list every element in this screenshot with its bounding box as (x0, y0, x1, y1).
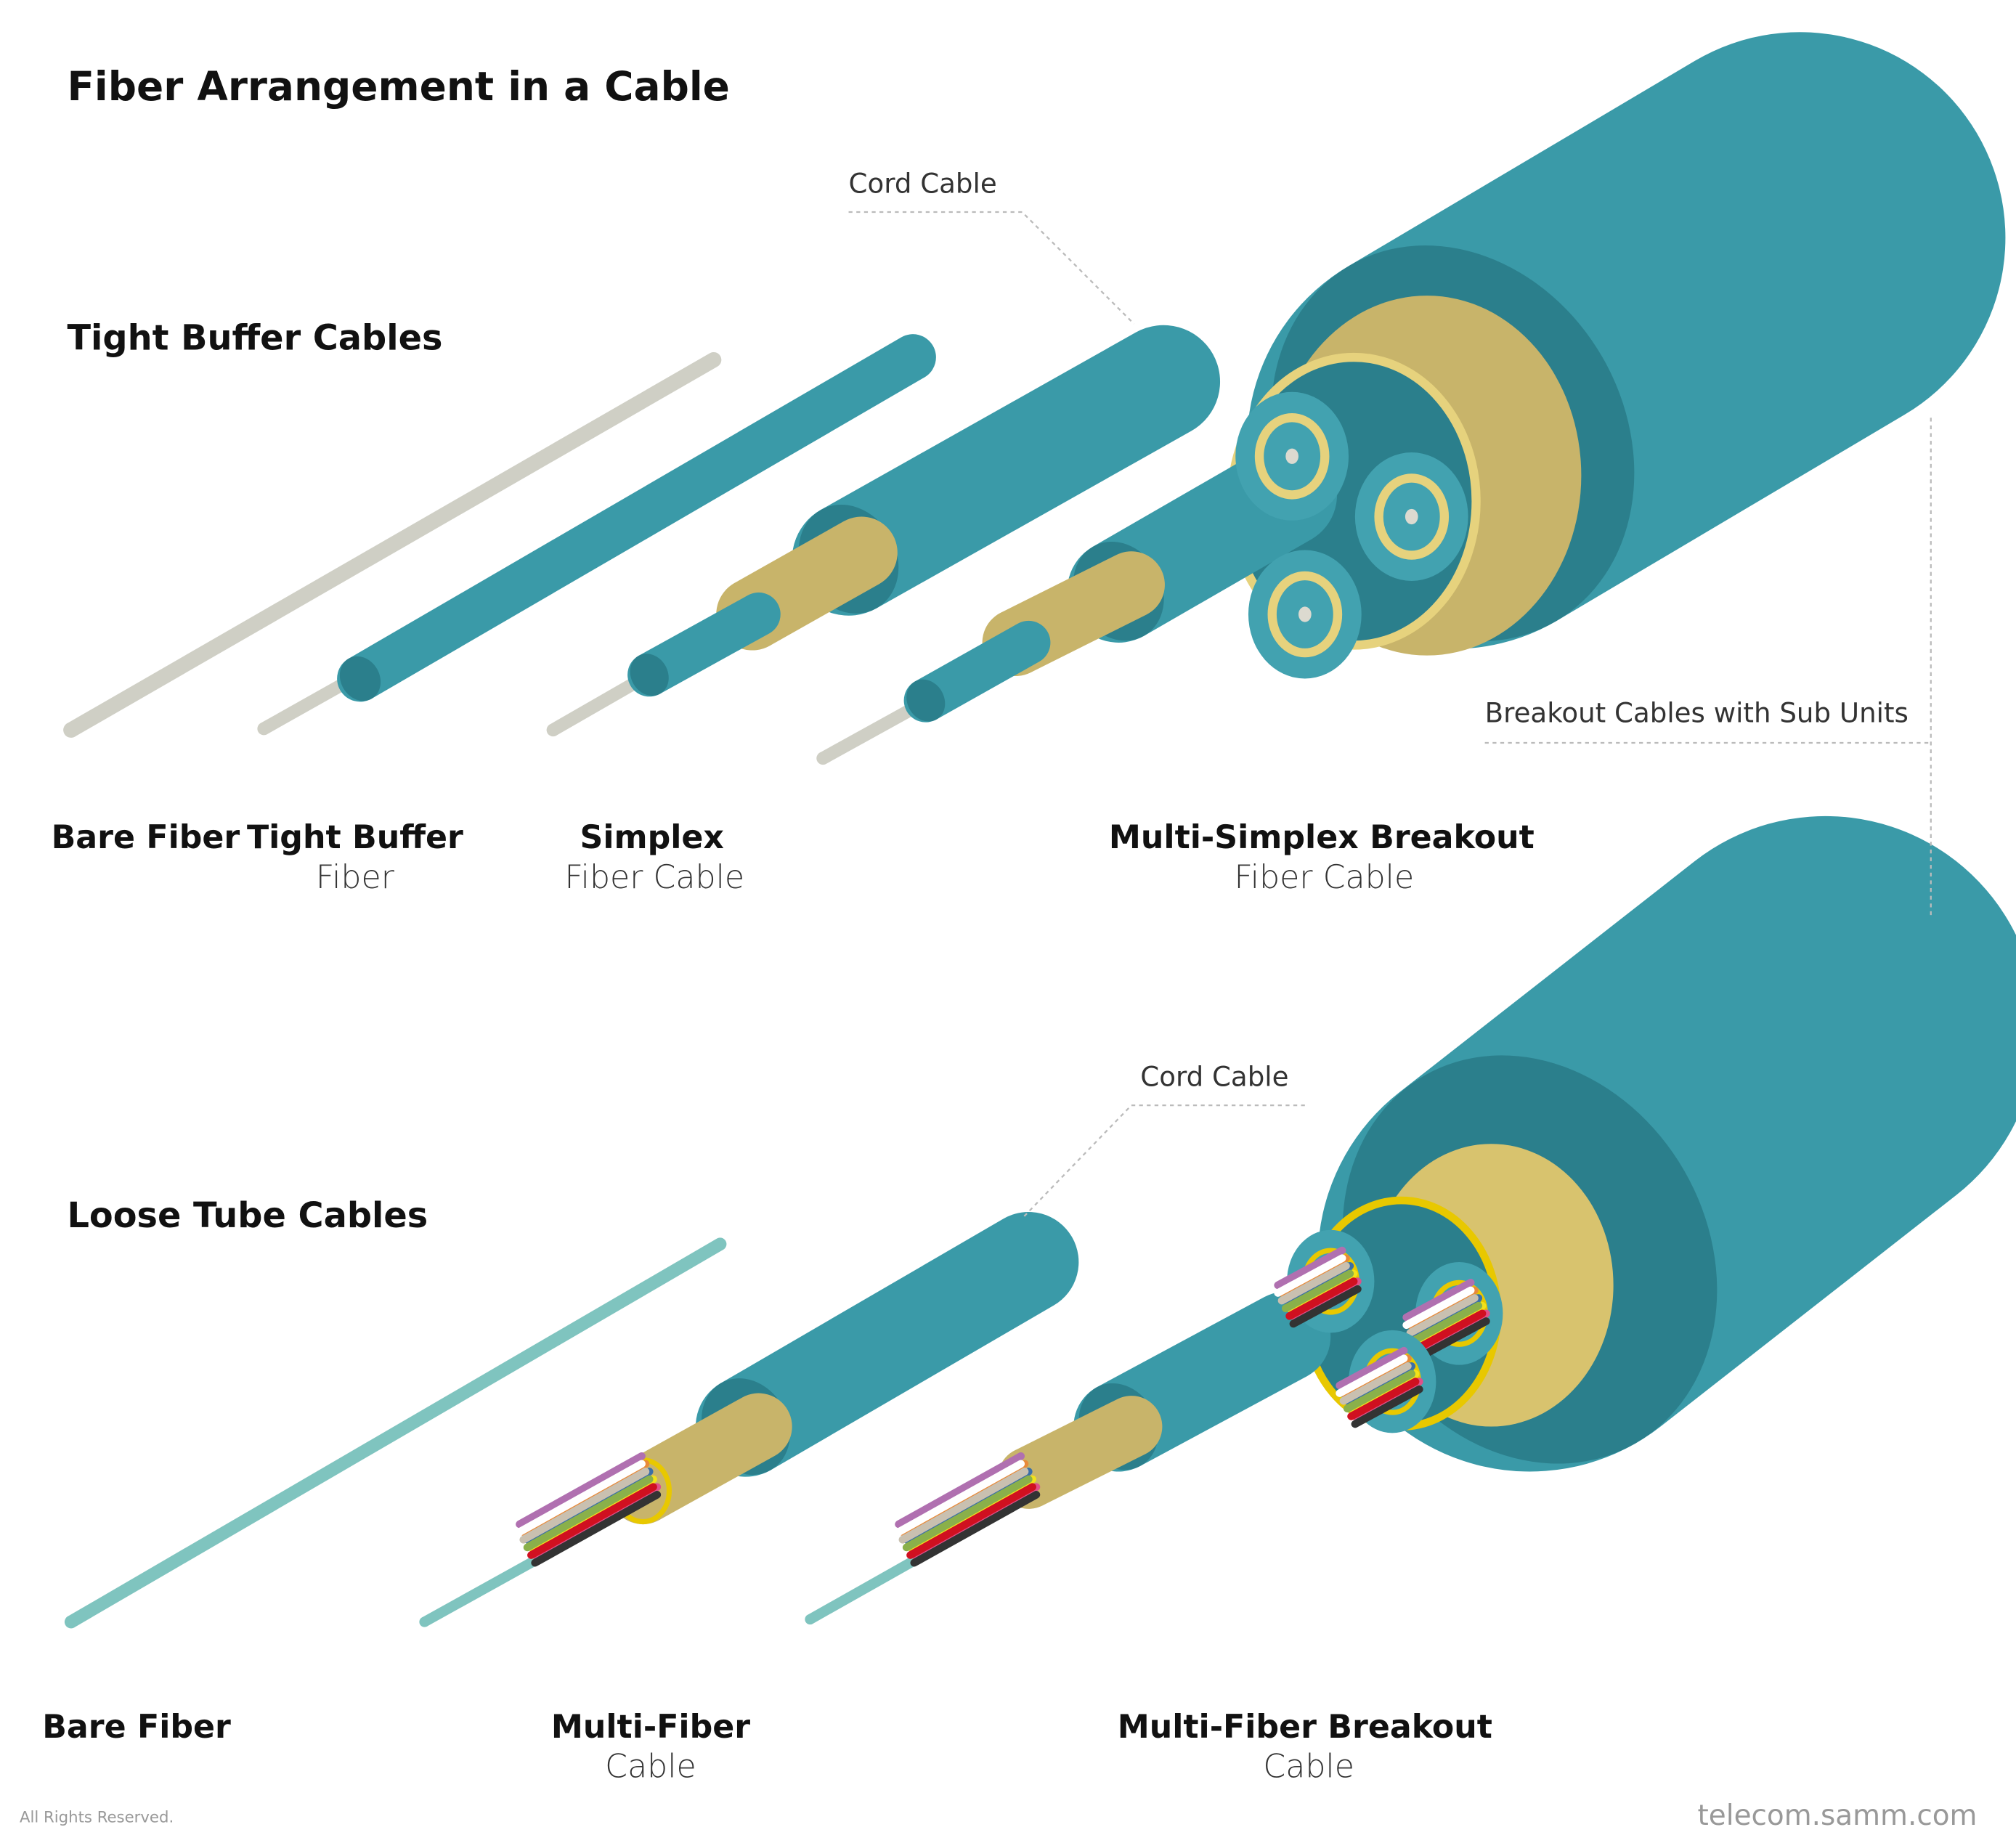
bare-fiber-loose (64, 1237, 727, 1629)
colored-fiber (523, 1475, 654, 1552)
multi-fiber-bare (419, 1553, 545, 1627)
colored-fiber (1336, 1346, 1408, 1390)
bare-fiber-loose-end (65, 1616, 77, 1629)
colored-fiber (1410, 1301, 1483, 1345)
colored-fiber (1406, 1294, 1479, 1337)
loose-sub-cable-bare-end (805, 1614, 815, 1624)
callout-leader-line (1021, 1104, 1305, 1219)
colored-fiber (1274, 1254, 1346, 1297)
colored-fiber (516, 1460, 646, 1536)
label-simplex: Simplex (580, 819, 724, 856)
cable-illustrations (63, 32, 2016, 1629)
colored-fiber (902, 1475, 1033, 1552)
colored-fiber (1418, 1317, 1490, 1360)
colored-fiber (1347, 1378, 1420, 1420)
subunit-fiber (1405, 508, 1418, 525)
tight-buffer-jacket (337, 334, 936, 702)
simplex-jacket (792, 325, 1221, 616)
colored-fiber (1351, 1385, 1423, 1428)
bare-fiber-tight-end (64, 723, 78, 738)
colored-fiber (1285, 1277, 1358, 1320)
colored-fiber (910, 1491, 1041, 1567)
colored-fiber (1289, 1285, 1362, 1328)
callout-cord-cable-top: Cord Cable (849, 168, 997, 199)
colored-fiber (1402, 1286, 1475, 1330)
label-multi-simplex-breakout-sub: Fiber Cable (1235, 859, 1415, 896)
colored-fiber (1343, 1370, 1416, 1413)
colored-fiber (527, 1483, 657, 1559)
label-tight-buffer: Tight Buffer (247, 819, 463, 856)
simplex-fiber-end (547, 723, 559, 736)
label-multi-fiber-breakout: Multi-Fiber Breakout (1118, 1709, 1492, 1746)
loose-sub-cable-bare (805, 1553, 924, 1625)
colored-fiber (895, 1452, 1025, 1529)
subunit-ring (1254, 413, 1330, 500)
subunit-ring (1267, 571, 1343, 658)
label-multi-fiber: Multi-Fiber (551, 1709, 750, 1746)
multi-fiber-jacket (695, 1211, 1079, 1477)
section-heading-tight-buffer: Tight Buffer Cables (67, 318, 442, 358)
colored-fiber (516, 1452, 646, 1529)
subunit-fiber (1298, 606, 1312, 622)
colored-fiber (1336, 1354, 1408, 1397)
colored-fiber (1281, 1269, 1354, 1313)
section-heading-loose-tube: Loose Tube Cables (67, 1196, 428, 1236)
colored-fiber (1277, 1262, 1350, 1305)
label-bare-fiber-loose: Bare Fiber (42, 1709, 231, 1746)
label-multi-fiber-breakout-sub: Cable (1263, 1749, 1354, 1786)
colored-fiber (1274, 1246, 1346, 1290)
tight-buffer-fiber-core-end (258, 723, 270, 736)
multi-fiber-bare-end (420, 1616, 429, 1627)
page-title: Fiber Arrangement in a Cable (67, 63, 729, 110)
colored-fiber (531, 1491, 662, 1567)
label-bare-fiber: Bare Fiber (52, 819, 240, 856)
tight-buffer-jacket-end (339, 656, 381, 701)
site-watermark: telecom.samm.com (1698, 1799, 1978, 1832)
colored-fiber (519, 1468, 650, 1544)
colored-fiber (895, 1460, 1025, 1536)
callout-leader-line (848, 211, 1135, 325)
label-tight-buffer-sub: Fiber (316, 859, 395, 896)
sub-cable-buffer-end (906, 679, 946, 722)
simplex-buffer-end (630, 654, 669, 696)
label-multi-fiber-sub: Cable (605, 1749, 696, 1786)
colored-fiber (906, 1483, 1036, 1559)
callout-breakout-subunits: Breakout Cables with Sub Units (1485, 698, 1909, 729)
colored-fiber (1414, 1309, 1487, 1352)
colored-fiber (898, 1468, 1029, 1544)
simplex-buffer (627, 592, 781, 697)
sub-cable-buffer (903, 620, 1051, 723)
colored-fiber (1339, 1362, 1412, 1405)
label-simplex-sub: Fiber Cable (564, 859, 744, 896)
colored-fiber (1402, 1279, 1475, 1322)
callout-cord-cable-bottom: Cord Cable (1140, 1062, 1288, 1093)
rights-notice: All Rights Reserved. (20, 1809, 174, 1827)
subunit-ring (1374, 473, 1450, 560)
bare-fiber-tight (63, 351, 722, 738)
subunit-fiber (1285, 448, 1298, 464)
label-multi-simplex-breakout: Multi-Simplex Breakout (1109, 819, 1535, 856)
sub-cable-fiber-end (817, 752, 829, 765)
